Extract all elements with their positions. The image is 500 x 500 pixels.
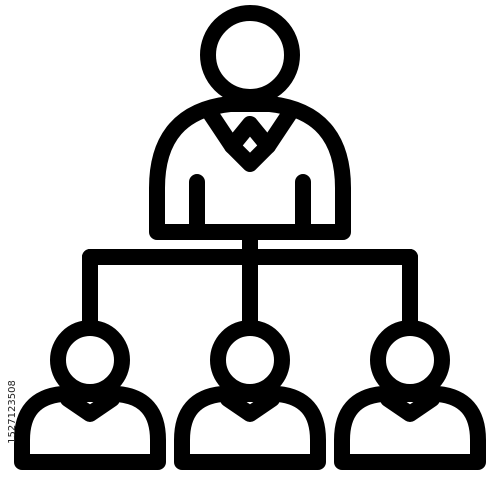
subordinate-center-collar xyxy=(220,391,280,422)
manager-body xyxy=(149,96,351,240)
manager-person-icon xyxy=(149,5,351,240)
subordinate-left-body xyxy=(14,386,166,470)
subordinate-right-head xyxy=(370,320,450,400)
hierarchy-connector xyxy=(82,224,418,333)
subordinate-left-person-icon xyxy=(14,320,166,470)
manager-head xyxy=(200,5,300,105)
subordinate-center-head xyxy=(210,320,290,400)
subordinate-left-collar xyxy=(60,391,120,422)
subordinate-right-collar xyxy=(380,391,440,422)
subordinate-right-person-icon xyxy=(334,320,486,470)
subordinate-right-body xyxy=(334,386,486,470)
subordinate-center-body xyxy=(174,386,326,470)
manager-collar xyxy=(202,105,298,154)
manager-collar-v xyxy=(224,138,276,172)
watermark-id-text: 1527123508 xyxy=(7,380,18,444)
subordinate-left-head xyxy=(50,320,130,400)
subordinate-center-person-icon xyxy=(174,320,326,470)
